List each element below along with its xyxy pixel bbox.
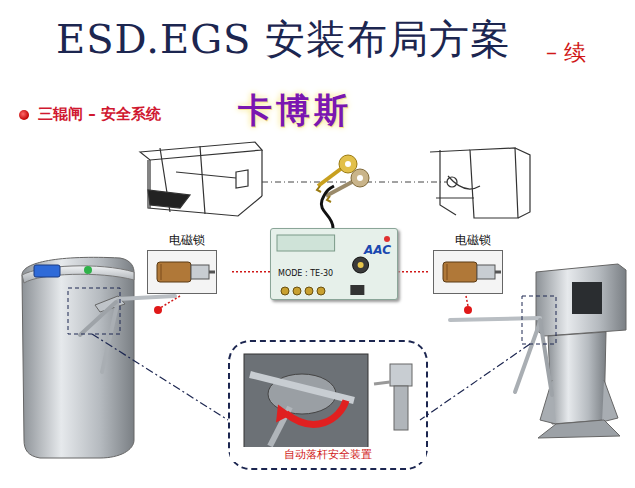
arrow-head xyxy=(276,404,292,422)
photo-ground xyxy=(244,354,368,448)
leader-line xyxy=(92,334,228,420)
cable xyxy=(321,186,334,228)
knob-cap xyxy=(358,262,364,268)
plunger xyxy=(191,265,209,279)
coil-line xyxy=(447,264,448,280)
continued-mark: – 续 xyxy=(546,38,586,68)
tester-device: AAC MODE : TE-30 xyxy=(270,228,398,300)
coil xyxy=(157,262,191,282)
lock-node: 电磁锁 xyxy=(428,232,518,296)
coil-line xyxy=(161,264,162,280)
node-text: 电磁锁 xyxy=(428,232,518,249)
display xyxy=(277,235,335,251)
node-text: AAC xyxy=(364,243,391,257)
lock-picture xyxy=(147,250,217,294)
lock-link xyxy=(466,296,468,306)
coil xyxy=(443,262,477,282)
arm xyxy=(250,375,354,401)
jack xyxy=(293,287,301,295)
lock-link xyxy=(160,296,180,308)
inset-box: 自动落杆安全装置 xyxy=(228,340,428,470)
connector xyxy=(232,271,270,272)
gate-sketch xyxy=(140,142,262,216)
connector-line xyxy=(232,271,270,273)
leader-line xyxy=(420,344,530,420)
lock-frame xyxy=(434,251,503,294)
node-text: MODE : TE-30 xyxy=(277,269,334,278)
bullet xyxy=(19,110,29,120)
knob xyxy=(353,257,369,273)
plunger xyxy=(477,265,495,279)
contact-dot xyxy=(464,306,472,314)
contact-dot xyxy=(154,306,162,314)
switch xyxy=(350,285,364,295)
motion-arrow xyxy=(286,401,346,425)
device-picture xyxy=(271,229,399,301)
connector xyxy=(398,271,428,272)
lock-frame xyxy=(148,251,217,294)
jack xyxy=(317,287,325,295)
pin xyxy=(209,271,215,274)
connector-line xyxy=(398,271,428,273)
section-heading: 三辊闸 – 安全系统 xyxy=(38,105,161,124)
mini-turnstile xyxy=(390,364,412,386)
page-title: ESD.EGS 安装布局方案 xyxy=(56,12,511,67)
lock-node: 电磁锁 xyxy=(142,232,232,296)
led xyxy=(384,236,390,242)
mini-turnstile xyxy=(394,386,408,430)
lock-picture xyxy=(433,250,503,294)
jack xyxy=(305,287,313,295)
gate-sketch xyxy=(430,148,530,218)
mini-arm xyxy=(374,382,390,384)
node-text: 自动落杆安全装置 xyxy=(230,447,426,462)
brand-name: 卡博斯 xyxy=(238,88,352,134)
node-text: 电磁锁 xyxy=(142,232,232,249)
pin xyxy=(495,271,501,274)
jack xyxy=(281,287,289,295)
